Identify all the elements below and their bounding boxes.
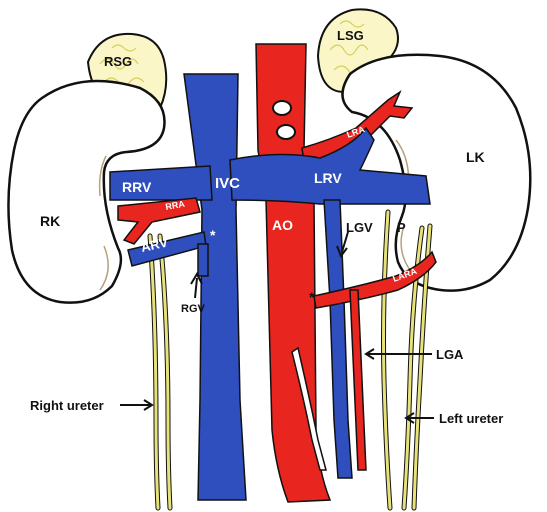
arrow-rgv bbox=[190, 271, 203, 299]
label-star-1: * bbox=[210, 227, 216, 243]
right-gonadal-vein bbox=[197, 243, 209, 277]
arrow-right-ureter bbox=[120, 399, 154, 411]
aorta bbox=[255, 43, 332, 503]
label-rrv: RRV bbox=[122, 179, 152, 195]
arrow-lgv bbox=[336, 231, 349, 259]
label-lgv: LGV bbox=[346, 220, 373, 235]
label-rra: RRA bbox=[165, 199, 186, 212]
label-rk: RK bbox=[40, 213, 60, 229]
label-left-ureter: Left ureter bbox=[439, 411, 503, 426]
label-rgv: RGV bbox=[181, 303, 206, 315]
label-lrv: LRV bbox=[314, 170, 342, 186]
right-kidney bbox=[7, 79, 166, 304]
inferior-vena-cava bbox=[183, 73, 247, 501]
right-ureter bbox=[147, 233, 173, 511]
right-renal-artery bbox=[117, 197, 201, 245]
label-lsg: LSG bbox=[337, 28, 364, 43]
left-gonadal-artery bbox=[349, 289, 367, 471]
left-accessory-renal-artery bbox=[313, 250, 437, 309]
arrow-lga bbox=[364, 348, 432, 360]
label-ao: AO bbox=[272, 217, 293, 233]
arrow-left-ureter bbox=[404, 412, 434, 424]
label-lk: LK bbox=[466, 149, 485, 165]
label-lga: LGA bbox=[436, 347, 464, 362]
label-arv: ARV bbox=[140, 235, 170, 255]
label-p: P bbox=[397, 220, 406, 235]
left-gonadal-vein bbox=[323, 199, 353, 479]
label-rsg: RSG bbox=[104, 54, 132, 69]
label-star-2: * bbox=[309, 289, 315, 305]
left-renal-vein bbox=[229, 126, 431, 205]
label-ivc: IVC bbox=[215, 175, 240, 192]
label-right-ureter: Right ureter bbox=[30, 398, 104, 413]
right-renal-vein bbox=[109, 165, 213, 201]
